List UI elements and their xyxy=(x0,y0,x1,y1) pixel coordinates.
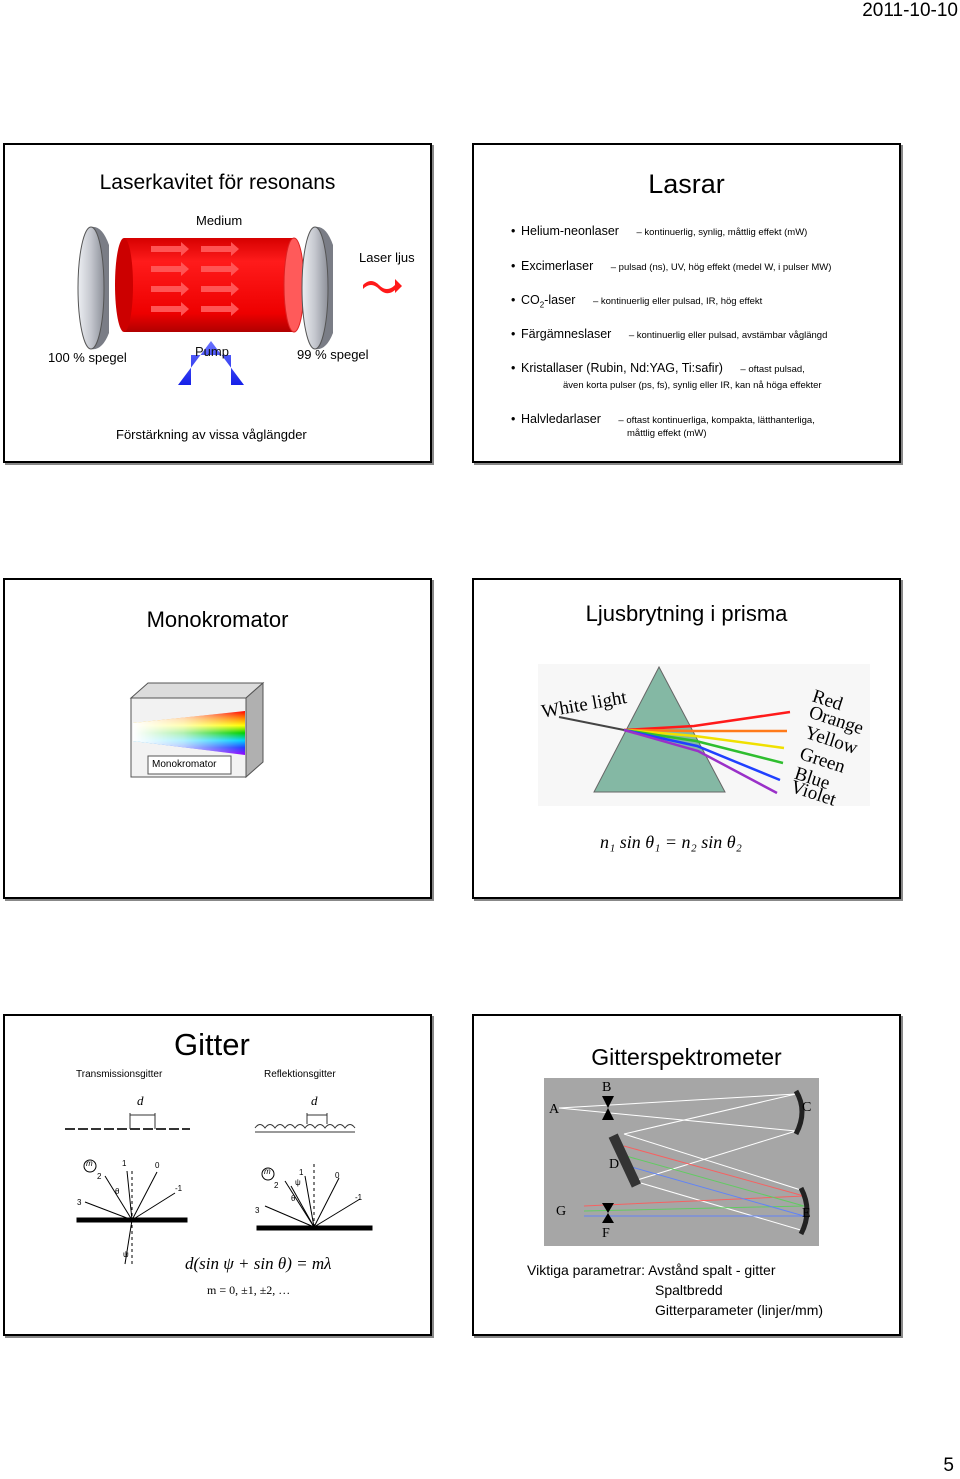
order-label: -1 xyxy=(175,1184,183,1193)
label-c: C xyxy=(802,1100,812,1115)
laser-light-label: Laser ljus xyxy=(359,250,415,265)
order-label: 1 xyxy=(122,1159,127,1168)
pump-label: Pump xyxy=(195,344,229,359)
pump-arrow xyxy=(178,341,244,385)
d-label-reflection: d xyxy=(311,1093,318,1108)
reflection-label: Reflektionsgitter xyxy=(264,1069,336,1080)
slide-lasers: Lasrar Helium-neonlaser – kontinuerlig, … xyxy=(472,143,901,463)
order-label: m xyxy=(86,1159,93,1168)
laser-item-co2: CO2-laser – kontinuerlig eller pulsad, I… xyxy=(511,293,763,310)
laser-desc-cont: även korta pulser (ps, fs), synlig eller… xyxy=(563,380,822,391)
laser-item-hene: Helium-neonlaser – kontinuerlig, synlig,… xyxy=(511,224,808,238)
right-mirror xyxy=(301,226,333,350)
slide-prism: Ljusbrytning i prisma White light Red Or… xyxy=(472,578,901,899)
laser-output-arrow-icon xyxy=(363,279,402,294)
monochromator-label: Monokromator xyxy=(152,759,217,770)
order-label: 0 xyxy=(335,1171,340,1180)
label-d: D xyxy=(609,1157,620,1172)
angle-label: ψ xyxy=(295,1178,301,1187)
order-label: 3 xyxy=(255,1206,260,1215)
laser-item-crystal: Kristallaser (Rubin, Nd:YAG, Ti:safir) –… xyxy=(511,361,805,375)
left-mirror xyxy=(77,226,109,350)
slide-laser-cavity: Laserkavitet för resonans Medium Laser l… xyxy=(3,143,432,463)
prism-diagram xyxy=(538,664,870,806)
angle-label: θ xyxy=(115,1187,120,1196)
label-a: A xyxy=(549,1102,560,1117)
laser-name: Färgämneslaser xyxy=(521,327,612,341)
page-date: 2011-10-10 xyxy=(862,0,958,21)
grating-equation: d(sin ψ + sin θ) = mλ xyxy=(185,1254,332,1273)
laser-desc-cont: måttlig effekt (mW) xyxy=(627,428,707,439)
order-label: 3 xyxy=(77,1198,82,1207)
slide-title: Lasrar xyxy=(648,169,725,199)
laser-name: Kristallaser (Rubin, Nd:YAG, Ti:safir) xyxy=(521,361,723,375)
laser-cavity-diagram xyxy=(77,226,402,385)
laser-name: Halvledarlaser xyxy=(521,412,601,426)
snell-formula: n₁ sin θ₁ = n₂ sin θ₂ xyxy=(600,832,742,852)
laser-desc: – kontinuerlig eller pulsad, IR, hög eff… xyxy=(592,296,763,307)
slide-title: Laserkavitet för resonans xyxy=(99,171,336,194)
order-label: m xyxy=(264,1167,271,1176)
laser-item-excimer: Excimerlaser – pulsad (ns), UV, hög effe… xyxy=(511,259,832,273)
order-label: 2 xyxy=(97,1172,102,1181)
laser-desc: – oftast kontinuerliga, kompakta, lättha… xyxy=(618,415,815,426)
laser-medium-cylinder xyxy=(115,237,305,333)
slide-spectrometer: Gitterspektrometer A B C D E F G Viktiga… xyxy=(472,1014,901,1336)
grating-diagrams xyxy=(65,1113,373,1266)
laser-item-dye: Färgämneslaser – kontinuerlig eller puls… xyxy=(511,327,828,341)
laser-desc: – kontinuerlig eller pulsad, avstämbar v… xyxy=(628,330,828,341)
slide-title: Gitter xyxy=(174,1027,250,1062)
d-label-transmission: d xyxy=(137,1093,144,1108)
slide-title: Gitterspektrometer xyxy=(591,1044,782,1070)
label-g: G xyxy=(556,1204,567,1219)
label-e: E xyxy=(802,1206,811,1221)
medium-label: Medium xyxy=(196,213,243,228)
right-mirror-label: 99 % spegel xyxy=(297,347,369,362)
params-line-2: Spaltbredd xyxy=(655,1282,723,1298)
spectrometer-diagram xyxy=(544,1078,819,1246)
transmission-label: Transmissionsgitter xyxy=(76,1069,163,1080)
params-line-3: Gitterparameter (linjer/mm) xyxy=(655,1302,824,1318)
laser-desc: – oftast pulsad, xyxy=(740,364,805,375)
order-values: m = 0, ±1, ±2, … xyxy=(207,1283,291,1297)
page-number: 5 xyxy=(943,1455,954,1476)
label-f: F xyxy=(602,1226,610,1241)
order-label: 1 xyxy=(299,1168,304,1177)
laser-desc: – kontinuerlig, synlig, måttlig effekt (… xyxy=(636,227,808,238)
order-label: 2 xyxy=(274,1181,279,1190)
slide-title: Ljusbrytning i prisma xyxy=(585,601,788,626)
order-label: -1 xyxy=(355,1193,363,1202)
slide-monochromator: Monokromator Monokromator xyxy=(3,578,432,899)
left-mirror-label: 100 % spegel xyxy=(48,350,127,365)
label-b: B xyxy=(602,1080,612,1095)
laser-name: CO2-laser xyxy=(521,293,576,310)
caption: Förstärkning av vissa våglängder xyxy=(116,427,307,442)
order-label: 0 xyxy=(155,1161,160,1170)
laser-name: Excimerlaser xyxy=(521,259,594,273)
laser-desc: – pulsad (ns), UV, hög effekt (medel W, … xyxy=(610,262,832,273)
slide-title: Monokromator xyxy=(146,607,289,632)
laser-item-semiconductor: Halvledarlaser – oftast kontinuerliga, k… xyxy=(511,412,815,426)
monochromator-box xyxy=(129,681,265,779)
laser-name: Helium-neonlaser xyxy=(521,224,619,238)
params-line-1: Viktiga parametrar: Avstånd spalt - gitt… xyxy=(527,1262,776,1278)
angle-label: θ xyxy=(291,1194,296,1203)
slide-grating: Gitter Transmissionsgitter Reflektionsgi… xyxy=(3,1014,432,1336)
angle-label: ψ xyxy=(123,1250,129,1259)
